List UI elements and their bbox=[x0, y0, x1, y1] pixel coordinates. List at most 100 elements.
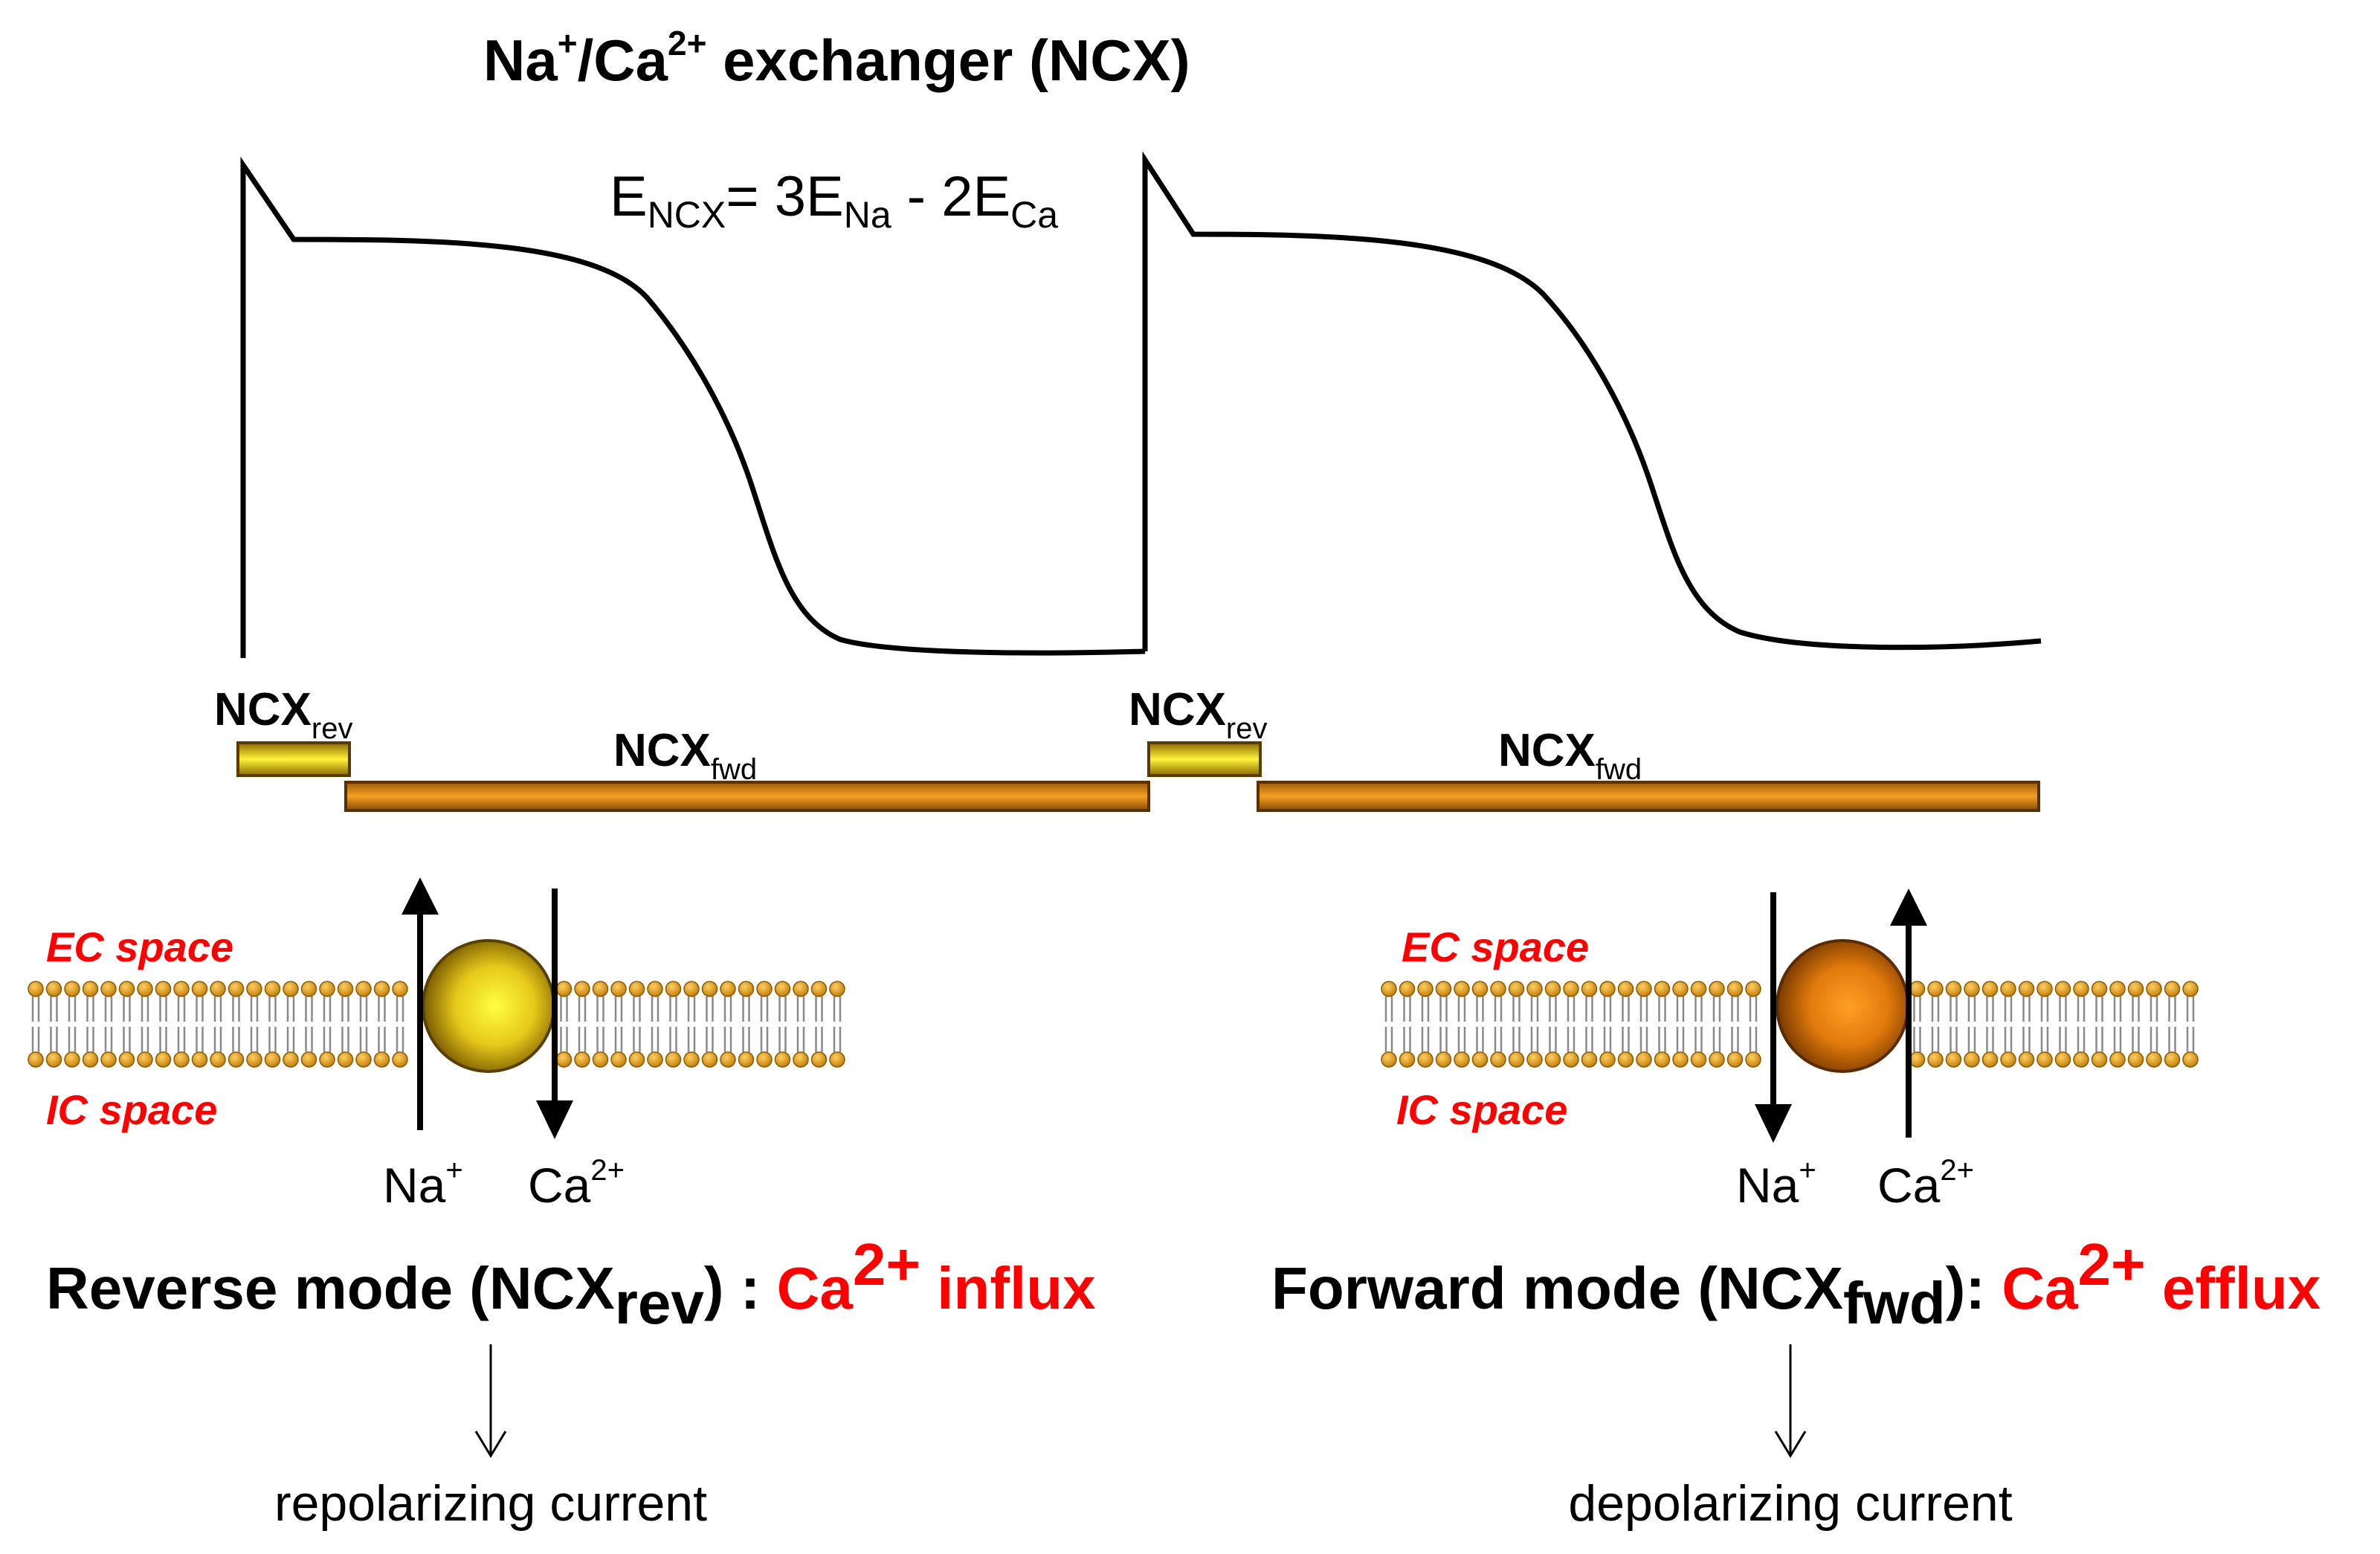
lipid-head bbox=[793, 981, 809, 997]
lipid-head bbox=[647, 981, 663, 997]
lipid-tail bbox=[2022, 996, 2031, 1022]
right-na-ion-label: Na+ bbox=[1736, 1154, 1816, 1213]
lipid-tail bbox=[2132, 1027, 2140, 1052]
lipid-head bbox=[1964, 1051, 1980, 1068]
lipid-tail bbox=[1749, 996, 1758, 1022]
lipid-head bbox=[2073, 1051, 2089, 1068]
lipid-head bbox=[2000, 981, 2016, 997]
lipid-tail bbox=[1712, 996, 1721, 1022]
lipid-head bbox=[1399, 981, 1416, 997]
lipid-head bbox=[1672, 1051, 1689, 1068]
left-ca-arrowhead bbox=[536, 1100, 573, 1139]
lipid-tail bbox=[2132, 996, 2140, 1022]
lipid-tail bbox=[123, 1027, 131, 1052]
lipid-head bbox=[64, 981, 80, 997]
lipid-head bbox=[1909, 981, 1926, 997]
lipid-tail bbox=[687, 996, 696, 1022]
lipid-tail bbox=[232, 996, 240, 1022]
lipid-head bbox=[610, 1051, 627, 1068]
lipid-head bbox=[1599, 981, 1616, 997]
lipid-head bbox=[210, 981, 226, 997]
lipid-tail bbox=[50, 1027, 58, 1052]
lipid-head bbox=[628, 981, 645, 997]
lipid-tail bbox=[123, 996, 131, 1022]
ncx-equation: ENCX= 3ENa - 2ECa bbox=[610, 165, 1058, 236]
lipid-head bbox=[555, 1051, 573, 1068]
lipid-head bbox=[1435, 1051, 1452, 1068]
lipid-tail bbox=[196, 996, 204, 1022]
lipid-tail bbox=[341, 996, 349, 1022]
lipid-head bbox=[2182, 1051, 2199, 1068]
lipid-head bbox=[592, 981, 609, 997]
lipid-tail bbox=[2113, 996, 2122, 1022]
lipid-tail bbox=[141, 1027, 149, 1052]
lipid-head bbox=[793, 1051, 809, 1068]
lipid-head bbox=[738, 981, 755, 997]
lipid-tail bbox=[1494, 1027, 1503, 1052]
lipid-head bbox=[1435, 981, 1452, 997]
right-na-arrowhead bbox=[1755, 1104, 1792, 1143]
lipid-head bbox=[1617, 981, 1634, 997]
lipid-head bbox=[555, 981, 573, 997]
lipid-head bbox=[1654, 981, 1671, 997]
lipid-head bbox=[628, 1051, 645, 1068]
lipid-tail bbox=[1549, 996, 1557, 1022]
lipid-tail bbox=[1694, 996, 1703, 1022]
lipid-head bbox=[1945, 981, 1962, 997]
lipid-head bbox=[2018, 981, 2035, 997]
lipid-tail bbox=[1639, 1027, 1648, 1052]
lipid-tail bbox=[359, 996, 368, 1022]
lipid-tail bbox=[1986, 996, 1994, 1022]
left-ca-ion-label: Ca2+ bbox=[528, 1154, 625, 1213]
lipid-tail bbox=[196, 1027, 204, 1052]
lipid-head bbox=[774, 981, 791, 997]
depolarizing-current-label: depolarizing current bbox=[1568, 1475, 2012, 1532]
ncx-rev-label-2: NCXrev bbox=[1129, 684, 1267, 745]
lipid-tail bbox=[596, 1027, 604, 1052]
lipid-head bbox=[1381, 981, 1397, 997]
lipid-tail bbox=[633, 1027, 641, 1052]
lipid-head bbox=[300, 1051, 317, 1068]
right-exchanger-protein bbox=[1776, 939, 1909, 1073]
lipid-tail bbox=[1567, 996, 1576, 1022]
lipid-head bbox=[1927, 981, 1944, 997]
lipid-tail bbox=[1384, 996, 1393, 1022]
lipid-tail bbox=[213, 1027, 222, 1052]
lipid-tail bbox=[177, 996, 186, 1022]
lipid-head bbox=[337, 981, 354, 997]
lipid-head bbox=[1544, 981, 1561, 997]
lipid-tail bbox=[341, 1027, 349, 1052]
lipid-tail bbox=[778, 996, 787, 1022]
lipid-head bbox=[373, 1051, 390, 1068]
ncx-fwd-label-1: NCXfwd bbox=[613, 725, 757, 786]
lipid-head bbox=[1745, 1051, 1761, 1068]
lipid-head bbox=[191, 981, 208, 997]
lipid-head bbox=[1981, 981, 1999, 997]
left-membrane bbox=[28, 981, 845, 1068]
lipid-head bbox=[1454, 981, 1470, 997]
lipid-tail bbox=[31, 1027, 40, 1052]
left-na-ion-label: Na+ bbox=[383, 1154, 463, 1213]
lipid-head bbox=[720, 1051, 736, 1068]
lipid-tail bbox=[1967, 1027, 1976, 1052]
lipid-head bbox=[1508, 1051, 1525, 1068]
lipid-tail bbox=[2077, 1027, 2086, 1052]
lipid-head bbox=[1490, 1051, 1506, 1068]
lipid-head bbox=[283, 1051, 299, 1068]
reverse-mode-heading: Reverse mode (NCXrev) : Ca2+ influx bbox=[46, 1231, 1096, 1336]
lipid-head bbox=[264, 981, 281, 997]
lipid-tail bbox=[1913, 1027, 1921, 1052]
lipid-head bbox=[2146, 981, 2162, 997]
lipid-head bbox=[756, 981, 773, 997]
lipid-tail bbox=[1585, 1027, 1593, 1052]
lipid-head bbox=[1471, 981, 1489, 997]
lipid-head bbox=[1726, 981, 1744, 997]
lipid-head bbox=[665, 981, 682, 997]
lipid-head bbox=[45, 981, 62, 997]
lipid-tail bbox=[396, 996, 404, 1022]
lipid-head bbox=[592, 1051, 609, 1068]
lipid-head bbox=[100, 1051, 117, 1068]
lipid-tail bbox=[250, 1027, 259, 1052]
lipid-tail bbox=[68, 996, 77, 1022]
